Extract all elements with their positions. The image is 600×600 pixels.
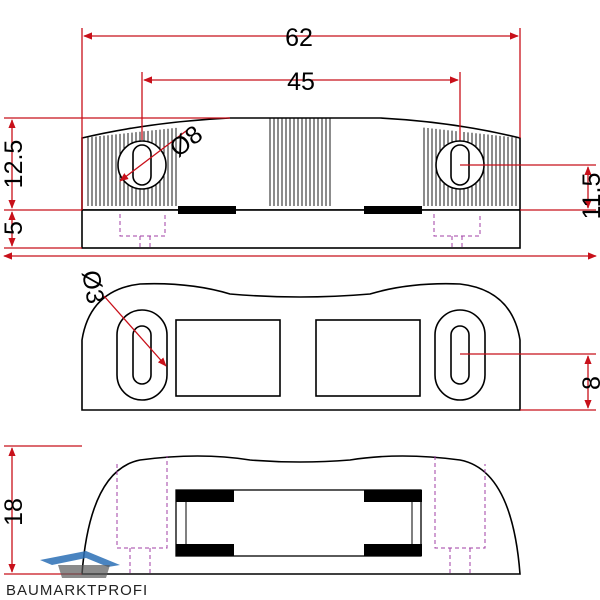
bottom-inner-frame	[175, 489, 422, 557]
slot-right-inner	[450, 325, 470, 385]
bottom-dimensions: 18	[0, 445, 82, 575]
brand-logo: BAUMARKTPROFI	[6, 551, 148, 599]
slot-left-inner	[132, 325, 152, 385]
bottom-pad-tl	[176, 490, 234, 502]
dim-8-label: 8	[578, 376, 600, 390]
dim-line-d3	[103, 295, 167, 367]
front-view	[81, 117, 521, 249]
dim-62-label: 62	[285, 24, 313, 52]
bottom-view	[81, 455, 521, 575]
front-base-plate	[81, 209, 521, 249]
dim-11-5-label: 11.5	[578, 173, 600, 220]
top-recess-right	[315, 319, 421, 397]
grip-hatching-center	[269, 118, 331, 206]
dim-18-label: 18	[0, 498, 28, 526]
hidden-lines-front	[119, 214, 481, 248]
rubber-pad-right	[364, 206, 422, 214]
logo-text: BAUMARKTPROFI	[6, 582, 148, 599]
bottom-pad-bl	[176, 544, 234, 556]
top-dimensions: Ø3 8	[76, 268, 600, 411]
dim-12-5-label: 12.5	[0, 140, 28, 189]
front-body	[81, 117, 521, 211]
dim-d3-label: Ø3	[76, 268, 109, 306]
bottom-pad-tr	[364, 490, 422, 502]
top-view	[81, 282, 521, 411]
logo-roof-icon	[40, 551, 120, 567]
dim-5-label: 5	[0, 221, 28, 235]
bottom-pad-br	[364, 544, 422, 556]
hidden-lines-bottom	[116, 456, 486, 574]
dim-45-label: 45	[287, 68, 315, 96]
top-recess-left	[175, 319, 281, 397]
dim-line-d8	[119, 127, 191, 182]
rubber-pad-left	[178, 206, 236, 214]
